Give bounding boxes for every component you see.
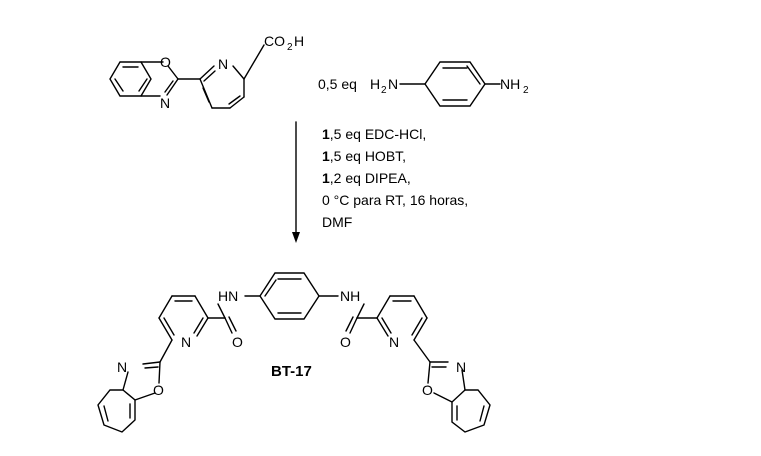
condition-line-4: 0 °C para RT, 16 horas, bbox=[322, 192, 468, 208]
carboxyl-subscript: 2 bbox=[287, 42, 293, 53]
product-n-ox-right: N bbox=[456, 359, 466, 375]
product-n-pyr-left: N bbox=[181, 334, 191, 350]
reagent-amount: 0,5 eq bbox=[318, 76, 357, 92]
product-o-left: O bbox=[232, 334, 243, 350]
product-hn-left: HN bbox=[218, 288, 238, 304]
pyridine-n-atom: N bbox=[218, 56, 228, 72]
product-right-benzene bbox=[452, 390, 490, 432]
product-o-ox-right: O bbox=[422, 382, 433, 398]
reagent-benzene-ring bbox=[425, 62, 485, 106]
product-left-benzene bbox=[98, 390, 135, 432]
product-n-pyr-right: N bbox=[389, 334, 399, 350]
product-central-benzene bbox=[260, 273, 319, 319]
product-label: BT-17 bbox=[271, 363, 312, 380]
reagent-phenylenediamine: 0,5 eq H 2 N NH 2 bbox=[318, 62, 529, 106]
condition-line-2: 1,5 eq HOBT, bbox=[322, 148, 406, 164]
reagent-n-text: N bbox=[388, 76, 398, 92]
condition-line-5: DMF bbox=[322, 214, 352, 230]
condition-line-1: 1,5 eq EDC-HCl, bbox=[322, 126, 426, 142]
product-nh-right: NH bbox=[340, 288, 360, 304]
oxazole-n-atom: N bbox=[160, 95, 170, 111]
reagent-h-subscript: 2 bbox=[381, 85, 387, 96]
reagent-nh-subscript: 2 bbox=[523, 85, 529, 96]
carboxyl-co-text: CO bbox=[264, 33, 285, 49]
oxazole-o-atom: O bbox=[160, 54, 171, 70]
reaction-conditions: 1,5 eq EDC-HCl, 1,5 eq HOBT, 1,2 eq DIPE… bbox=[322, 126, 468, 230]
reagent-h-text: H bbox=[370, 76, 380, 92]
reactant-benzoxazolyl-picolinic-acid: O N N CO 2 H bbox=[110, 33, 304, 111]
condition-line-3: 1,2 eq DIPEA, bbox=[322, 170, 411, 186]
reaction-arrow bbox=[292, 122, 300, 243]
benzene-ring-reactant bbox=[110, 62, 151, 96]
product-o-right: O bbox=[340, 334, 351, 350]
product-bt17: HN O N N O bbox=[98, 273, 490, 432]
product-n-ox-left: N bbox=[117, 359, 127, 375]
product-right-pyridine bbox=[377, 296, 427, 340]
product-o-ox-left: O bbox=[153, 382, 164, 398]
pyridine-ring-reactant bbox=[200, 66, 244, 108]
reagent-nh-text: NH bbox=[500, 76, 520, 92]
carboxyl-h-text: H bbox=[294, 33, 304, 49]
arrow-head bbox=[292, 232, 300, 243]
